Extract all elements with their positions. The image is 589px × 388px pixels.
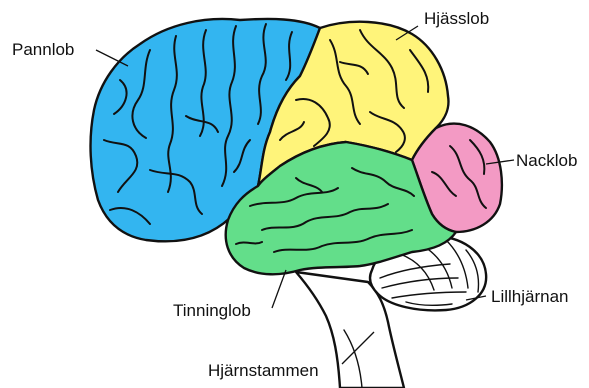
label-cerebellum: Lillhjärnan [491, 287, 569, 306]
label-parietal: Hjässlob [424, 9, 489, 28]
label-temporal: Tinninglob [173, 301, 251, 320]
label-frontal: Pannlob [12, 40, 74, 59]
label-brainstem: Hjärnstammen [208, 361, 319, 380]
label-occipital: Nacklob [516, 151, 577, 170]
leader-temporal [272, 270, 286, 308]
